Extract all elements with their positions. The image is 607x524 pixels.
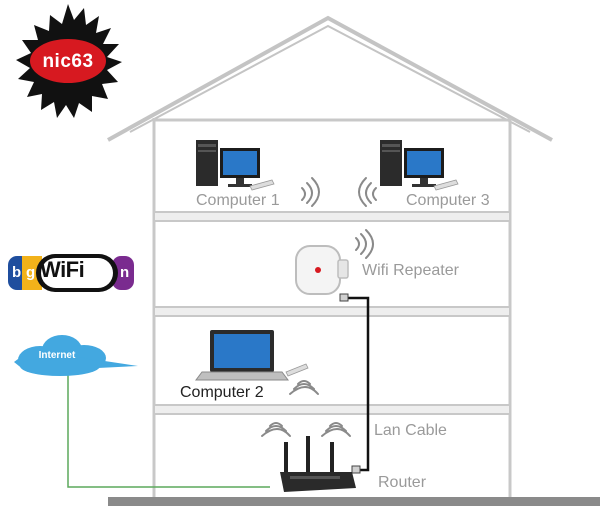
cable-connector-bottom [351, 465, 361, 474]
lan-cable [346, 296, 370, 472]
lan-cable-label: Lan Cable [374, 422, 447, 439]
wifi-word: WiFi [40, 257, 85, 282]
computer-2-laptop-icon [195, 330, 309, 381]
internet-cloud-icon [14, 335, 138, 376]
logo-text: nic63 [42, 51, 94, 72]
computer-1-icon [196, 140, 275, 191]
wifi-letter-g: g [26, 264, 36, 281]
wifi-badge-g [22, 256, 42, 290]
wifi-signal-icon [289, 380, 319, 395]
wifi-signal-icon [321, 422, 351, 437]
wifi-signal-icon [355, 229, 374, 259]
wifi-repeater-label: Wifi Repeater [362, 262, 459, 279]
wifi-badge-n [112, 256, 134, 290]
internet-label: Internet [38, 350, 76, 361]
logo-core [30, 39, 106, 83]
router-label: Router [378, 474, 427, 491]
house-floors [153, 211, 511, 415]
computer-3-icon [380, 140, 459, 191]
wifi-signal-icon [301, 177, 320, 207]
wifi-letter-n: n [120, 264, 130, 281]
nic63-logo [16, 4, 122, 118]
wifi-badge-inner [41, 258, 113, 288]
wifi-signal-icon [358, 177, 377, 207]
internet-line [67, 370, 270, 488]
house-roof [107, 15, 553, 142]
computer-2-label: Computer 2 [180, 384, 264, 401]
wifi-signal-icon [261, 422, 291, 437]
wifi-repeater-icon [295, 245, 349, 295]
computer-3-label: Computer 3 [406, 192, 490, 209]
wifi-letter-b: b [12, 264, 22, 281]
computer-1-label: Computer 1 [196, 192, 280, 209]
router-icon [280, 436, 356, 492]
ground-line [108, 497, 600, 506]
wifi-badge [8, 254, 134, 292]
cable-connector-top [339, 293, 349, 302]
